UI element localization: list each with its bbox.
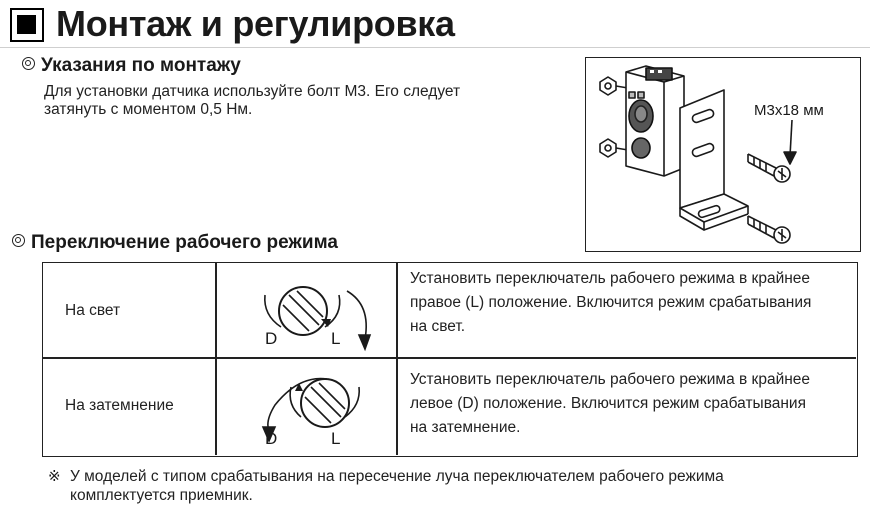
footnote-line: комплектуется приемник. [70,487,253,504]
mode-table: На свет D L Установить переключатель раб… [42,262,858,457]
desc-line: Установить переключатель рабочего режима… [410,371,811,388]
desc-line: левое (D) положение. Включится режим сра… [410,395,806,412]
desc-line: на затемнение. [410,419,521,436]
page-title: Монтаж и регулировка [56,3,455,44]
desc-line: правое (L) положение. Включится режим ср… [410,294,812,311]
switch-label-l: L [331,329,341,348]
switch-dark-icon [261,377,361,444]
switch-light-icon [264,286,372,352]
table-divider [396,263,398,455]
double-circle-icon [22,57,35,71]
double-circle-icon [12,234,25,248]
title-divider [0,47,870,48]
switch-label-d: D [265,329,278,348]
mount-text-line: Для установки датчика используйте болт M… [44,83,461,100]
footnote-line: У моделей с типом срабатывания на пересе… [70,468,724,485]
mode-heading-text: Переключение рабочего режима [31,232,338,253]
mode-desc-dark: Установить переключатель рабочего режима… [410,368,810,440]
table-divider [43,357,856,359]
mode-heading: Переключение рабочего режима [12,231,338,255]
desc-line: на свет. [410,318,466,335]
table-divider [215,263,217,455]
note-symbol: ※ [48,468,61,485]
mount-heading-text: Указания по монтажу [41,55,241,76]
mode-name-light: На свет [65,302,121,319]
mount-heading: Указания по монтажу [22,54,241,78]
mount-instructions: Для установки датчика используйте болт M… [44,83,460,119]
section-marker-icon [10,8,44,42]
mode-desc-light: Установить переключатель рабочего режима… [410,267,811,339]
mount-text-line: затянуть с моментом 0,5 Нм. [44,101,253,118]
switch-label-l: L [331,429,341,448]
mode-name-dark: На затемнение [65,397,174,414]
mounting-illustration: M3x18 мм [585,57,861,252]
sensor-bracket-drawing [599,65,797,244]
switch-label-d: D [265,429,278,448]
bolt-size-label: M3x18 мм [754,102,824,119]
desc-line: Установить переключатель рабочего режима… [410,270,811,287]
footnote: У моделей с типом срабатывания на пересе… [70,467,724,505]
